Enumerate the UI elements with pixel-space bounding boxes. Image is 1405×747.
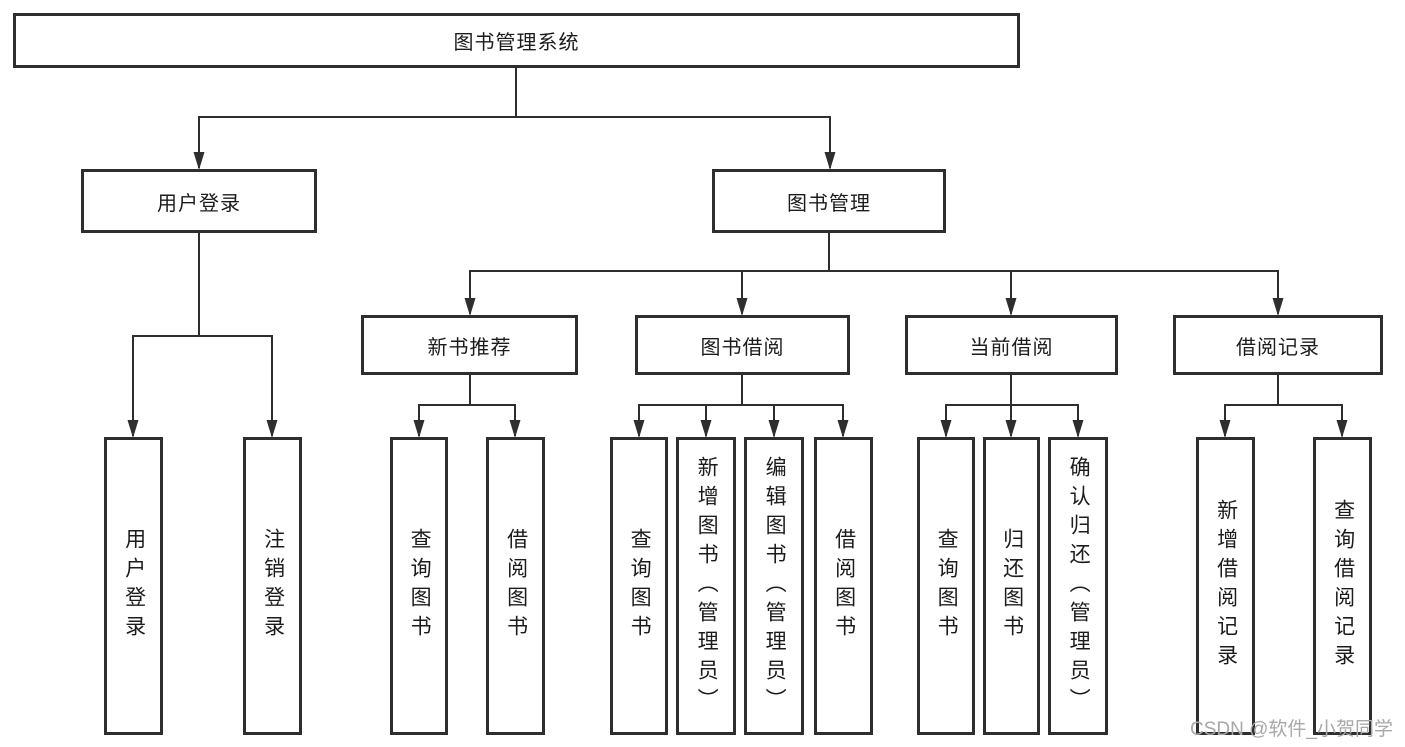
node-label: 查询图书	[408, 528, 432, 644]
node-label: 图书借阅	[700, 336, 785, 359]
node-label: 新增图书（管理员）	[695, 455, 719, 717]
leaf-confirm-return-admin: 确认归还（管理员）	[1048, 437, 1108, 735]
leaf-user-login: 用户登录	[104, 437, 163, 735]
node-book-management: 图书管理	[712, 169, 946, 233]
node-label: 用户登录	[157, 192, 241, 215]
node-label: 当前借阅	[969, 336, 1054, 359]
watermark-text: CSDN @软件_小贺同学	[1190, 719, 1393, 740]
node-label: 查询图书	[628, 528, 652, 644]
node-label: 借阅图书	[504, 528, 528, 644]
node-label: 查询借阅记录	[1331, 499, 1355, 673]
node-label: 新增借阅记录	[1214, 499, 1238, 673]
leaf-add-book-admin: 新增图书（管理员）	[676, 437, 736, 735]
node-new-book-recommend: 新书推荐	[361, 315, 578, 375]
leaf-query-books-borrowing: 查询图书	[610, 437, 668, 735]
node-label: 图书管理系统	[453, 32, 580, 54]
leaf-return-book: 归还图书	[983, 437, 1040, 735]
node-label: 确认归还（管理员）	[1067, 455, 1091, 717]
node-current-borrowing: 当前借阅	[905, 315, 1118, 375]
leaf-borrow-books-borrowing: 借阅图书	[814, 437, 873, 735]
node-borrow-records: 借阅记录	[1173, 315, 1383, 375]
leaf-add-borrow-record: 新增借阅记录	[1196, 437, 1255, 735]
node-label: 查询图书	[935, 528, 959, 644]
node-label: 借阅图书	[832, 528, 856, 644]
node-label: 借阅记录	[1236, 336, 1320, 359]
node-label: 新书推荐	[427, 336, 512, 359]
leaf-logout: 注销登录	[243, 437, 302, 735]
node-book-borrowing: 图书借阅	[635, 315, 850, 375]
node-label: 图书管理	[787, 192, 871, 215]
leaf-query-borrow-record: 查询借阅记录	[1313, 437, 1372, 735]
leaf-borrow-books-recommend: 借阅图书	[486, 437, 545, 735]
leaf-edit-book-admin: 编辑图书（管理员）	[744, 437, 804, 735]
node-library-system: 图书管理系统	[13, 13, 1020, 68]
leaf-query-books-current: 查询图书	[917, 437, 975, 735]
node-label: 注销登录	[261, 528, 285, 644]
leaf-query-books-recommend: 查询图书	[390, 437, 448, 735]
node-user-login: 用户登录	[81, 169, 317, 233]
node-label: 用户登录	[122, 528, 146, 644]
node-label: 编辑图书（管理员）	[763, 455, 787, 717]
node-label: 归还图书	[1000, 528, 1024, 644]
